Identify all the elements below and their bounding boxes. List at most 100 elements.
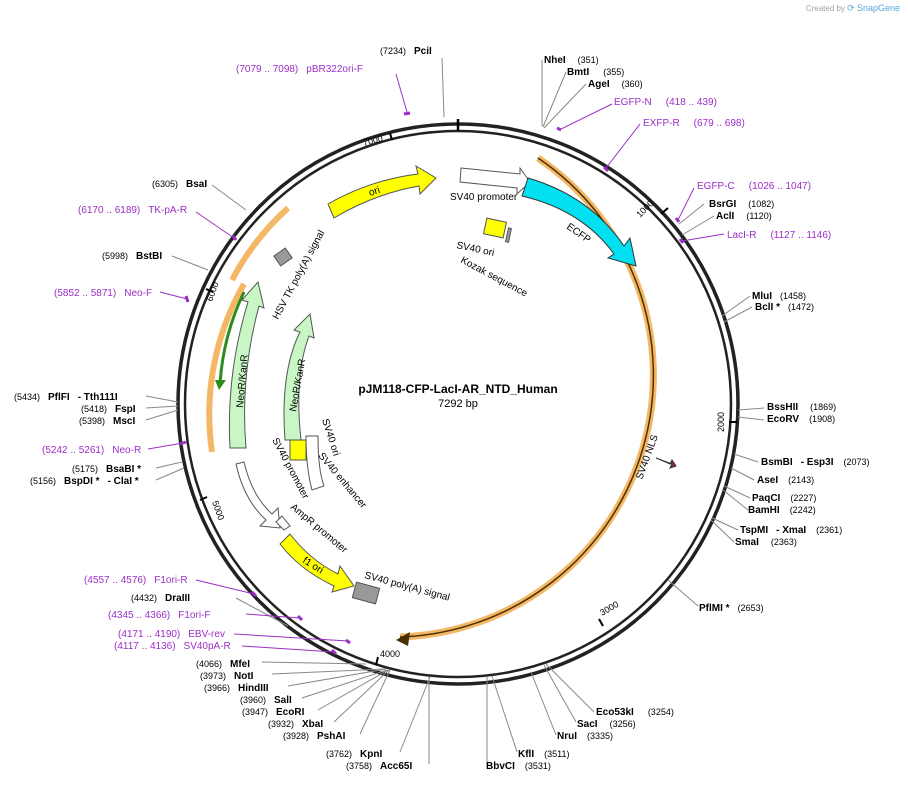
primer-laci-r[interactable]: LacI-R(1127 .. 1146) [727,230,831,241]
site-nhei[interactable]: NheI(351) [544,55,599,66]
site-pflfi[interactable]: (5434)PflFI- Tth111I [14,392,118,403]
sv40-promoter-inner-arrow[interactable] [235,461,281,529]
primer-egfp-c[interactable]: EGFP-C(1026 .. 1047) [697,181,811,192]
site-noti[interactable]: (3973)NotI [200,671,254,682]
leader-hindiii [287,668,387,687]
site-bspdi[interactable]: (5156)BspDI *- ClaI * [30,476,139,487]
site-paqci[interactable]: PaqCI(2227) [752,493,816,504]
leader-paqci [723,485,751,499]
tick-label-4000: 4000 [380,649,400,659]
site-bamhi[interactable]: BamHI(2242) [748,505,816,516]
primer-f1ori-f[interactable]: (4345 .. 4366)F1ori-F [108,610,211,621]
f1-ori-arrow[interactable] [279,533,355,593]
site-bsshii[interactable]: BssHII(1869) [767,402,836,413]
ampr-promoter-arrow[interactable] [275,515,291,531]
leader-noti [271,668,386,675]
leader-pflmi [667,579,699,607]
ecfp-arrow[interactable] [521,177,637,267]
site-acli[interactable]: AclI(1120) [716,211,772,222]
primer-sv40pa-r[interactable]: (4117 .. 4136)SV40pA-R [114,641,231,652]
primer-mark-tk-pa-r[interactable] [231,235,238,241]
hsv-tk-polya-box[interactable] [273,247,293,267]
neo-green-arc[interactable] [218,291,246,385]
site-nrui[interactable]: NruI(3335) [557,731,613,742]
site-msci[interactable]: (5398)MscI [79,416,135,427]
primer-ebv-rev[interactable]: (4171 .. 4190)EBV-rev [118,629,225,640]
primer-mark-pbr322ori-f[interactable] [403,111,411,116]
sv40-ori-kozak-box[interactable] [482,217,508,239]
site-saci[interactable]: SacI(3256) [577,719,636,730]
sv40-enhancer-shape[interactable] [305,435,325,491]
tk-orange-arc[interactable] [229,205,291,282]
feature-arcs [206,155,657,646]
ori-arrow[interactable] [327,164,437,219]
primer-mark-exfp-r[interactable] [602,165,610,173]
site-bbvci[interactable]: BbvCI(3531) [486,761,551,772]
site-mlui[interactable]: MluI(1458) [752,291,806,302]
sv40-polya-box[interactable] [351,581,381,605]
site-hindiii[interactable]: (3966)HindIII [204,683,269,694]
site-bsai[interactable]: (6305)BsaI [152,179,207,190]
leader-draiii [235,597,289,627]
pleader-neo-f [159,291,188,300]
pleader-exfp-r [605,123,641,169]
site-draiii[interactable]: (4432)DraIII [131,593,190,604]
site-bsabi[interactable]: (5175)BsaBI * [72,464,141,475]
site-smai[interactable]: SmaI(2363) [735,537,797,548]
site-eco53ki[interactable]: Eco53kI(3254) [596,707,674,718]
leader-kpni [399,676,431,753]
hsv-tk-polya-label: HSV TK poly(A) signal [271,229,327,322]
primer-exfp-r[interactable]: EXFP-R(679 .. 698) [643,118,745,129]
sites-right: NheI(351) BmtI(355) AgeI(360) BsrGI(1082… [544,55,870,614]
kozak-sequence-mark[interactable] [504,227,513,243]
primer-mark-egfp-c[interactable] [674,217,681,223]
leader-smai [710,519,735,543]
primer-neo-f[interactable]: (5852 .. 5871)Neo-F [54,288,152,299]
site-acc65i[interactable]: (3758)Acc65I [346,761,412,772]
leader-bcli [723,306,753,323]
plasmid-length: 7292 bp [438,398,478,410]
primer-egfp-n[interactable]: EGFP-N(418 .. 439) [614,97,717,108]
sv40-nls-arrow[interactable] [655,457,677,469]
leader-bsshii [737,407,765,411]
site-sali[interactable]: (3960)SalI [240,695,292,706]
neor-outer-arrow[interactable] [228,280,265,449]
sv40-promoter-top-arrow[interactable] [459,166,531,196]
primer-f1ori-r[interactable]: (4557 .. 4576)F1ori-R [84,575,188,586]
leader-ecori [317,669,389,711]
site-tspmi[interactable]: TspMI- XmaI(2361) [740,525,842,536]
site-bsrgi[interactable]: BsrGI(1082) [709,199,774,210]
site-kpni[interactable]: (3762)KpnI [326,749,382,760]
primer-neo-r[interactable]: (5242 .. 5261)Neo-R [42,445,141,456]
site-mfei[interactable]: (4066)MfeI [196,659,250,670]
primer-leader-lines [147,73,725,653]
pleader-sv40pa-r [241,645,335,653]
primer-pbr322ori-f[interactable]: (7079 .. 7098)pBR322ori-F [236,64,363,75]
tick-mark-1000 [660,207,669,215]
site-pcii[interactable]: (7234)PciI [380,46,432,57]
site-ecorv[interactable]: EcoRV(1908) [767,414,835,425]
site-asei[interactable]: AseI(2143) [757,475,814,486]
neor-inner-arrow[interactable] [283,312,315,441]
leader-pflfi [145,395,179,403]
site-kfli[interactable]: KflI(3511) [518,749,569,760]
site-pshai[interactable]: (3928)PshAI [283,731,346,742]
site-bstbi[interactable]: (5998)BstBI [102,251,162,262]
site-xbai[interactable]: (3932)XbaI [268,719,323,730]
site-bsmbi[interactable]: BsmBI- Esp3I(2073) [761,457,870,468]
site-bmti[interactable]: BmtI(355) [567,67,624,78]
neo-orange-arc[interactable] [206,282,247,453]
leader-eco53ki [545,663,595,713]
primer-mark-laci-r[interactable] [678,238,685,244]
site-ecori[interactable]: (3947)EcoRI [242,707,305,718]
site-agei[interactable]: AgeI(360) [588,79,643,90]
sv40-ori-inner-box[interactable] [289,439,307,461]
primer-tk-pa-r[interactable]: (6170 .. 6189)TK-pA-R [78,205,187,216]
leader-fspi [145,405,179,409]
site-pflmi[interactable]: PflMI *(2653) [699,603,764,614]
site-fspi[interactable]: (5418)FspI [81,404,136,415]
brand-created-by: Created by [805,4,845,13]
pleader-tk-pa-r [195,211,235,239]
site-bcli[interactable]: BclI *(1472) [755,302,814,313]
leader-pcii [441,57,445,118]
